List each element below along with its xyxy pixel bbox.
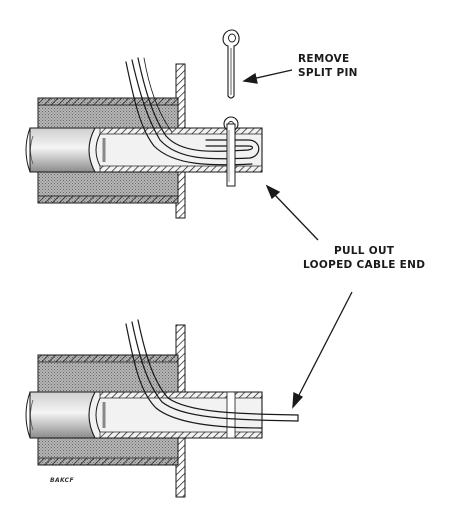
bottom-assembly <box>25 319 299 498</box>
top-assembly <box>25 29 263 219</box>
cable-bottom <box>125 319 299 429</box>
pull-out-cable-label-line1: PULL OUT <box>333 245 395 257</box>
pull-out-cable-label-line2: LOOPED CABLE END <box>303 259 426 271</box>
cable-top <box>125 57 260 166</box>
remove-split-pin-label-line1: REMOVE <box>298 53 350 65</box>
plate-code: BAKCF <box>50 477 74 484</box>
socket-fitting-top <box>88 127 263 173</box>
pull-out-cable-label: PULL OUT LOOPED CABLE END <box>303 244 425 272</box>
leader-arrows <box>242 69 353 409</box>
split-pin <box>222 29 240 99</box>
remove-split-pin-label: REMOVE SPLIT PIN <box>298 52 358 80</box>
socket-fitting-bottom <box>88 391 263 439</box>
clevis-pin-top <box>223 116 239 187</box>
remove-split-pin-label-line2: SPLIT PIN <box>298 67 358 79</box>
